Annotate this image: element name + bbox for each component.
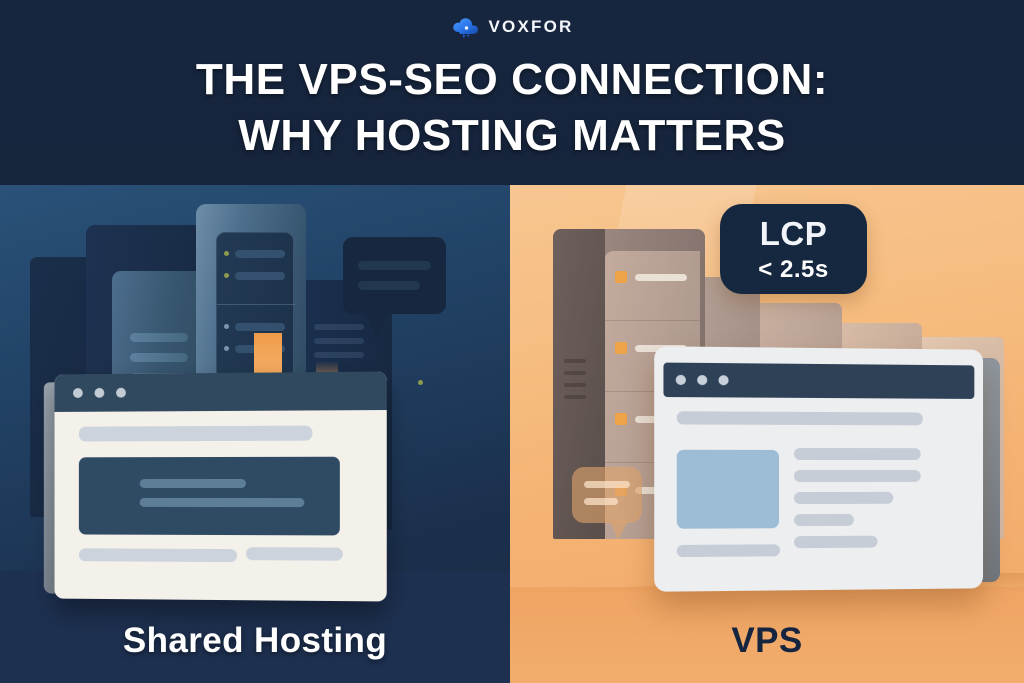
rack-led — [615, 271, 627, 283]
rack-slot — [635, 274, 687, 281]
bubble-line — [584, 481, 630, 488]
speech-bubble-right — [572, 467, 642, 540]
browser-window-shared[interactable] — [43, 371, 387, 602]
content-line — [78, 425, 313, 442]
rack-vent — [564, 371, 586, 375]
rack-led — [615, 413, 627, 425]
rack-vent — [564, 395, 586, 399]
window-dot-maximize[interactable] — [116, 387, 126, 398]
window-body — [654, 346, 984, 592]
right-floor — [510, 587, 1024, 683]
image-placeholder — [676, 449, 780, 529]
rack-led — [224, 273, 229, 278]
browser-window-vps[interactable] — [654, 346, 1000, 592]
rack-vent — [564, 359, 586, 363]
content-line — [139, 497, 305, 508]
window-dot-minimize[interactable] — [697, 374, 708, 386]
bubble-line — [358, 281, 420, 290]
content-line — [139, 478, 246, 489]
content-line — [794, 513, 854, 527]
rack-led — [615, 342, 627, 354]
rack-slot — [314, 338, 364, 344]
window-dot-close[interactable] — [73, 388, 83, 399]
window-dot-minimize[interactable] — [94, 387, 105, 398]
window-body — [54, 371, 387, 602]
content-line — [245, 547, 343, 561]
rack-slot — [130, 353, 188, 362]
header-band: VOXFOR THE VPS-SEO CONNECTION: WHY HOSTI… — [0, 0, 1024, 185]
rack-led — [418, 380, 423, 385]
rack-slot — [130, 333, 188, 342]
lcp-badge: LCP < 2.5s — [720, 204, 867, 294]
server-bay — [605, 251, 700, 321]
page-title-line-1: THE VPS-SEO CONNECTION: — [195, 55, 829, 104]
rack-slot — [235, 323, 285, 331]
content-line — [676, 411, 923, 426]
label-vps: VPS — [731, 621, 803, 660]
label-shared-hosting: Shared Hosting — [122, 621, 388, 660]
window-side-edge — [982, 358, 1000, 582]
content-line — [794, 447, 921, 461]
brand-name: VOXFOR — [488, 17, 574, 36]
lcp-badge-value: < 2.5s — [758, 255, 829, 283]
panel-vps: LCP < 2.5s — [510, 185, 1024, 683]
window-titlebar — [663, 362, 975, 399]
cloud-icon — [451, 15, 481, 39]
page-title-line-2: WHY HOSTING MATTERS — [238, 110, 786, 160]
content-line — [676, 544, 781, 558]
window-dot-close[interactable] — [675, 374, 686, 386]
server-bay — [217, 233, 295, 305]
rack-slot — [314, 324, 364, 330]
content-line — [794, 469, 921, 483]
window-titlebar — [54, 371, 387, 412]
bubble-line — [358, 261, 431, 270]
page-title: THE VPS-SEO CONNECTION: WHY HOSTING MATT… — [0, 52, 1024, 164]
rack-led — [224, 324, 229, 329]
content-block — [78, 456, 340, 536]
bubble-line — [584, 498, 618, 505]
content-line — [78, 548, 237, 563]
panel-shared-hosting: Shared Hosting — [0, 185, 510, 683]
content-line — [794, 535, 878, 549]
window-controls[interactable] — [675, 374, 729, 386]
rack-slot — [235, 272, 285, 280]
rack-led — [224, 251, 229, 256]
brand-lockup: VOXFOR — [0, 12, 1024, 42]
window-controls[interactable] — [73, 387, 126, 399]
rack-led — [224, 346, 229, 351]
window-dot-maximize[interactable] — [718, 375, 729, 386]
speech-bubble-left — [343, 237, 446, 338]
rack-slot — [235, 250, 285, 258]
content-line — [794, 491, 894, 505]
rack-slot — [314, 352, 364, 358]
lcp-badge-title: LCP — [759, 214, 828, 252]
rack-vent — [564, 383, 586, 387]
